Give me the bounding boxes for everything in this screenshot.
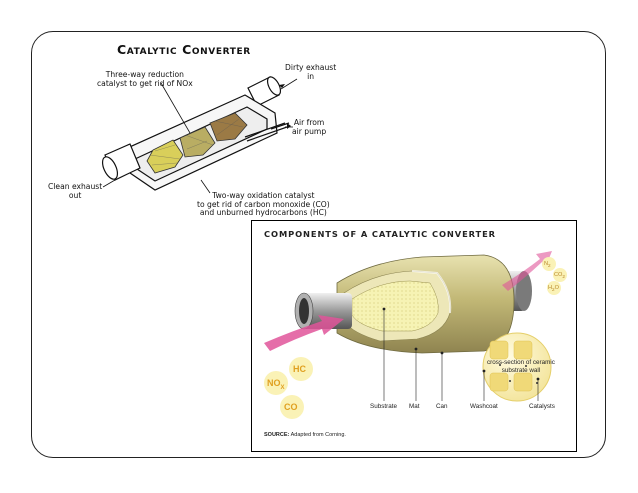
mat-label: Mat	[409, 403, 420, 410]
components-illustration	[264, 251, 567, 419]
converter-line-drawing	[101, 76, 298, 194]
n2-label: N2	[544, 261, 551, 269]
exhaust-out-arrow	[502, 251, 552, 291]
cross-section-label: cross-section of ceramic substrate wall	[487, 359, 555, 374]
catalysts-label: Catalysts	[529, 403, 555, 410]
hc-label: HC	[293, 364, 306, 374]
dirty-exhaust-label: Dirty exhaust in	[285, 63, 337, 81]
co-label: CO	[284, 402, 298, 412]
oxidation-catalyst-label: Two-way oxidation catalyst to get rid of…	[197, 191, 330, 218]
substrate-core	[351, 280, 439, 332]
source-note: SOURCE: Adapted from Corning.	[264, 432, 346, 438]
clean-exhaust-label: Clean exhaust out	[48, 182, 103, 200]
reduction-catalyst-label: Three-way reduction catalyst to get rid …	[97, 70, 193, 88]
hc-bubble	[289, 357, 313, 381]
h2o-label: H2O	[548, 285, 559, 293]
catalyst-honeycomb-2	[179, 126, 216, 158]
substrate-label: Substrate	[370, 403, 397, 410]
washcoat-label: Washcoat	[470, 403, 498, 410]
components-panel: COMPONENTS OF A CATALYTIC CONVERTER	[251, 220, 577, 452]
nox-bubble	[264, 371, 288, 395]
co2-label: CO2	[554, 272, 565, 280]
exhaust-in-arrow	[264, 315, 344, 351]
co-bubble	[280, 395, 304, 419]
can-label: Can	[436, 403, 448, 410]
nox-label: NOX	[267, 378, 285, 391]
slide-title: Catalytic Converter	[117, 42, 251, 57]
air-pump-label: Air from air pump	[292, 118, 327, 136]
panel-title: COMPONENTS OF A CATALYTIC CONVERTER	[264, 229, 496, 239]
